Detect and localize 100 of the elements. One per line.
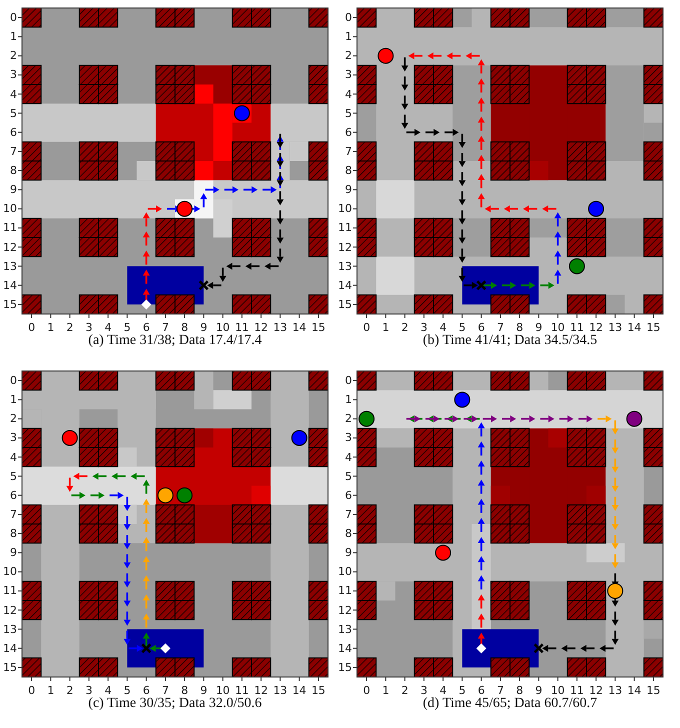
tick-label: 8 <box>345 164 352 178</box>
tick-label: 9 <box>200 321 208 334</box>
tick-label: 4 <box>440 684 447 697</box>
tick-label: 6 <box>345 488 352 502</box>
tick-label: 0 <box>28 321 36 334</box>
tick-label: 8 <box>181 321 188 334</box>
tick-label: 0 <box>363 321 370 334</box>
tick-label: 2 <box>345 412 352 426</box>
tick-label: 15 <box>646 321 660 334</box>
caption: (d) Time 45/65; Data 60.7/60.7 <box>422 696 598 712</box>
tick-label: 2 <box>401 684 408 697</box>
tick-label: 10 <box>550 321 565 334</box>
tick-label: 4 <box>345 88 352 101</box>
tick-label: 11 <box>3 221 17 234</box>
tick-label: 5 <box>124 321 131 334</box>
tick-label: 5 <box>124 684 131 697</box>
tick-label: 10 <box>338 565 352 578</box>
tick-label: 6 <box>10 488 17 502</box>
tick-label: 4 <box>10 450 17 464</box>
tick-label: 1 <box>47 321 54 334</box>
tick-label: 12 <box>338 604 352 617</box>
tick-label: 2 <box>10 412 17 426</box>
tick-label: 8 <box>516 321 524 334</box>
tick-label: 9 <box>345 183 352 196</box>
tick-label: 11 <box>3 584 17 598</box>
tick-label: 2 <box>66 321 74 334</box>
tick-label: 13 <box>338 622 352 636</box>
tick-label: 9 <box>10 546 17 560</box>
tick-label: 15 <box>311 684 326 697</box>
tick-label: 15 <box>646 684 660 697</box>
tick-label: 9 <box>535 684 542 697</box>
tick-label: 2 <box>345 49 352 62</box>
tick-label: 6 <box>10 126 17 139</box>
tick-label: 7 <box>496 321 504 334</box>
tick-label: 10 <box>3 565 17 578</box>
tick-label: 4 <box>345 450 352 464</box>
tick-label: 4 <box>104 684 112 697</box>
tick-label: 5 <box>10 470 17 483</box>
tick-label: 1 <box>10 393 17 406</box>
tick-label: 12 <box>3 240 17 254</box>
tick-label: 7 <box>345 508 352 521</box>
tick-label: 14 <box>338 642 352 655</box>
tick-label: 5 <box>458 321 466 334</box>
tick-label: 3 <box>420 684 428 697</box>
tick-label: 13 <box>608 321 622 334</box>
tick-label: 15 <box>3 660 17 674</box>
tick-label: 3 <box>420 321 428 334</box>
tick-label: 3 <box>345 431 352 444</box>
tick-label: 1 <box>47 684 54 697</box>
tick-label: 14 <box>627 684 642 697</box>
tick-label: 6 <box>345 126 352 139</box>
tick-label: 0 <box>28 684 36 697</box>
tick-label: 13 <box>3 260 17 273</box>
tick-label: 8 <box>345 527 352 540</box>
tick-label: 14 <box>338 278 352 292</box>
tick-label: 5 <box>458 684 466 697</box>
tick-label: 14 <box>3 278 17 292</box>
caption: (b) Time 41/41; Data 34.5/34.5 <box>422 333 598 349</box>
tick-label: 7 <box>10 144 17 158</box>
tick-label: 8 <box>10 164 17 178</box>
tick-label: 11 <box>338 584 352 598</box>
tick-label: 15 <box>311 321 326 334</box>
tick-label: 9 <box>345 546 352 560</box>
tick-label: 8 <box>10 527 17 540</box>
tick-label: 9 <box>200 684 208 697</box>
tick-label: 3 <box>10 431 17 444</box>
caption: (a) Time 31/38; Data 17.4/17.4 <box>87 333 263 349</box>
tick-label: 6 <box>478 321 485 334</box>
tick-label: 4 <box>440 321 447 334</box>
tick-label: 2 <box>401 321 408 334</box>
tick-label: 1 <box>10 30 17 44</box>
tick-label: 9 <box>10 183 17 196</box>
tick-label: 11 <box>234 321 249 334</box>
tick-label: 4 <box>10 88 17 101</box>
tick-label: 9 <box>535 321 542 334</box>
tick-label: 5 <box>345 470 352 483</box>
tick-label: 0 <box>345 374 352 388</box>
tick-label: 0 <box>10 374 17 388</box>
tick-label: 6 <box>142 684 150 697</box>
tick-label: 8 <box>181 684 188 697</box>
tick-label: 14 <box>3 642 17 655</box>
tick-label: 15 <box>3 298 17 311</box>
tick-label: 1 <box>345 393 352 406</box>
tick-label: 10 <box>550 684 565 697</box>
tick-label: 12 <box>3 604 17 617</box>
tick-label: 5 <box>345 106 352 120</box>
tick-label: 2 <box>10 49 17 62</box>
tick-label: 12 <box>589 321 604 334</box>
caption: (c) Time 30/35; Data 32.0/50.6 <box>87 696 263 712</box>
tick-label: 12 <box>589 684 604 697</box>
tick-label: 8 <box>516 684 524 697</box>
tick-label: 10 <box>216 684 230 697</box>
tick-label: 12 <box>338 240 352 254</box>
tick-label: 13 <box>273 684 288 697</box>
tick-label: 7 <box>162 684 169 697</box>
tick-label: 11 <box>234 684 249 697</box>
tick-label: 0 <box>10 11 17 24</box>
tick-label: 11 <box>338 221 352 234</box>
tick-label: 7 <box>162 321 169 334</box>
tick-label: 14 <box>292 684 306 697</box>
